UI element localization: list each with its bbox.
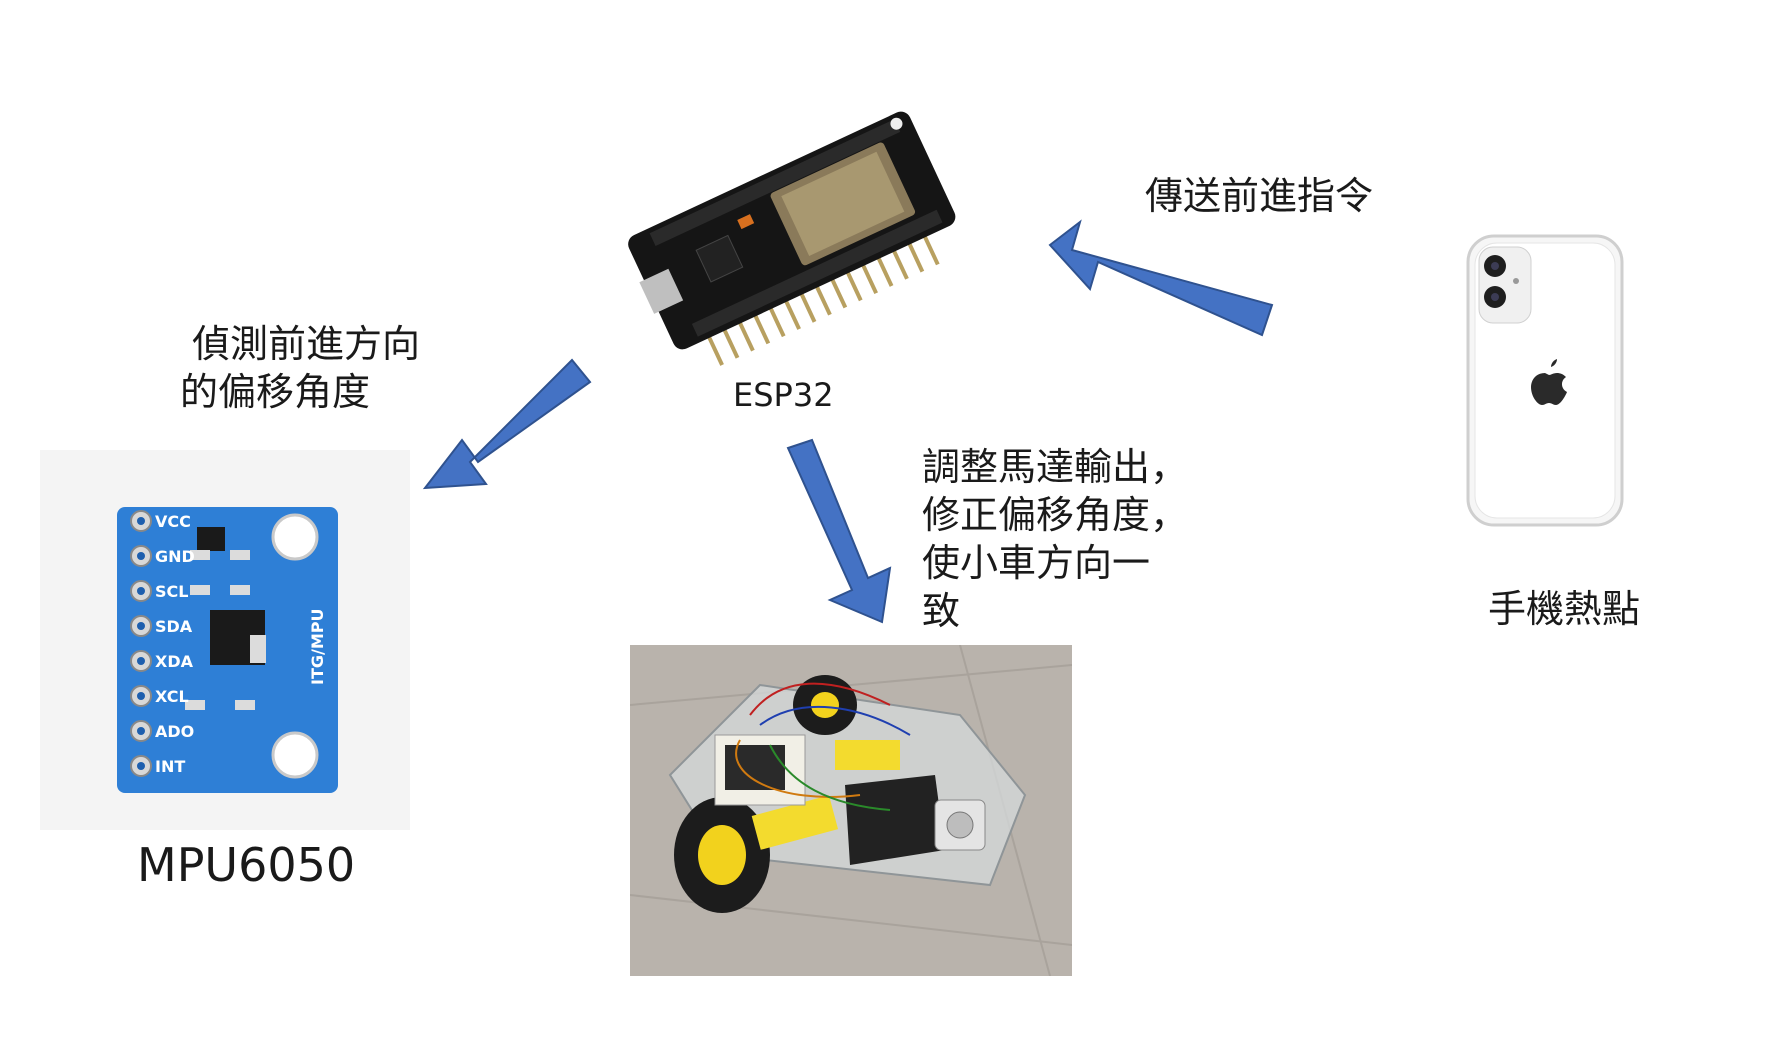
edge-label-esp32-to-car-line-2: 修正偏移角度，	[922, 493, 1189, 537]
edge-label-esp32-to-mpu: 偵測前進方向 的偏移角度	[180, 320, 420, 416]
mpu-pin-vcc: VCC	[155, 512, 191, 531]
esp32-label: ESP32	[733, 376, 834, 414]
arrow-esp32-to-car	[786, 438, 892, 624]
mpu6050-board-image: VCC GND SCL SDA XDA XCL ADO INT ITG/MPU	[117, 507, 338, 793]
mpu-pin-sda: SDA	[155, 617, 193, 636]
mpu-pin-int: INT	[155, 757, 185, 776]
mpu-pin-gnd: GND	[155, 547, 195, 566]
edge-label-esp32-to-car-line-3: 使小車方向一	[922, 541, 1151, 585]
phone-label: 手機熱點	[1488, 587, 1641, 631]
mpu-pin-xda: XDA	[155, 652, 194, 671]
arrow-phone-to-esp32	[1048, 219, 1274, 337]
mpu-board-text: ITG/MPU	[308, 609, 327, 685]
mpu6050-label: MPU6050	[137, 838, 356, 892]
edge-label-esp32-to-mpu-line-1: 偵測前進方向	[192, 322, 421, 366]
edge-label-phone-to-esp32: 傳送前進指令	[1145, 174, 1374, 218]
phone-image	[1466, 234, 1624, 527]
esp32-board-image	[628, 111, 956, 366]
mpu-pin-ado: ADO	[155, 722, 194, 741]
edge-label-esp32-to-car-line-4: 致	[922, 589, 961, 633]
edge-label-esp32-to-car-line-1: 調整馬達輸出，	[922, 445, 1189, 489]
arrow-esp32-to-mpu	[422, 358, 592, 490]
edge-label-esp32-to-mpu-line-2: 的偏移角度	[180, 370, 371, 414]
edge-label-esp32-to-car: 調整馬達輸出， 修正偏移角度， 使小車方向一 致	[922, 443, 1188, 635]
mpu-pin-scl: SCL	[155, 582, 188, 601]
mpu-pin-xcl: XCL	[155, 687, 189, 706]
robot-car-image	[630, 645, 1072, 976]
